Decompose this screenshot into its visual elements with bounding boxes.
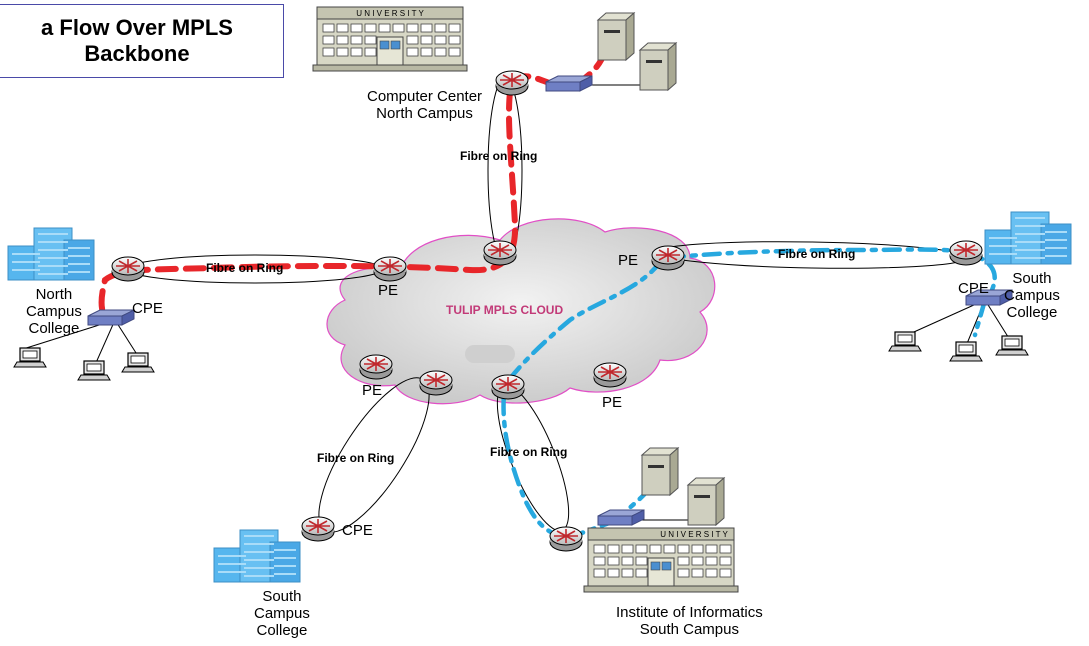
pc-icon-2 [77,360,111,381]
server-icon-south-1 [641,447,679,496]
pc-icon-3 [121,352,155,373]
site-label-computer-center: Computer Center North Campus [367,88,483,122]
cloud-label: TULIP MPLS CLOUD [446,303,564,317]
pe-label-southwest: PE [362,382,383,399]
router-icon-cloud-top [483,240,517,266]
cpe-label-north: CPE [132,300,163,317]
pc-icon-4 [888,331,922,352]
link-label-east: Fibre on Ring [778,247,856,261]
link-label-southwest: Fibre on Ring [317,451,395,465]
router-icon-north-college [111,256,145,282]
university-sign-south: U N I V E R S I T Y [660,530,728,539]
router-icon-pe-se [593,362,627,388]
cpe-label-east: CPE [958,280,989,297]
router-icon-east-cpe [949,240,983,266]
server-icon-north-1 [597,12,635,61]
south-college-east-building [984,211,1072,265]
pe-label-west: PE [378,282,399,299]
pc-icon-6 [995,335,1029,356]
server-icon-south-2 [687,477,725,526]
site-label-institute: Institute of Informatics South Campus [616,604,763,638]
switch-icon-north [545,75,593,92]
site-label-south-college-east: South Campus College [1004,270,1060,321]
router-icon-cloud-south [491,374,525,400]
title-line-2: Backbone [84,41,190,66]
router-icon-south-cpe [549,526,583,552]
south-college-sw-building [213,529,301,583]
router-icon-pe-sw [359,354,393,380]
switch-icon-north-college [87,309,135,326]
title-line-1: a Flow Over MPLS [41,15,233,40]
university-sign-north: U N I V E R S I T Y [356,9,424,18]
server-icon-north-2 [639,42,677,91]
cpe-label-sw: CPE [342,522,373,539]
router-icon-cloud-sw [419,370,453,396]
pe-label-south: PE [602,394,623,411]
north-college-building [7,227,95,281]
site-label-north-college: North Campus College [26,286,82,337]
router-icon-pe-east [651,245,685,271]
pe-label-east: PE [618,252,639,269]
router-icon-north [495,70,529,96]
link-label-north: Fibre on Ring [460,149,538,163]
router-icon-sw-cpe [301,516,335,542]
pc-icon-5 [949,341,983,362]
pc-icon-1 [13,347,47,368]
switch-icon-south [597,509,645,526]
link-label-west: Fibre on Ring [206,261,284,275]
title-box: a Flow Over MPLS Backbone [0,4,284,78]
site-label-south-college-sw: South Campus College [254,588,310,639]
router-icon-pe-west [373,256,407,282]
link-label-south: Fibre on Ring [490,445,568,459]
